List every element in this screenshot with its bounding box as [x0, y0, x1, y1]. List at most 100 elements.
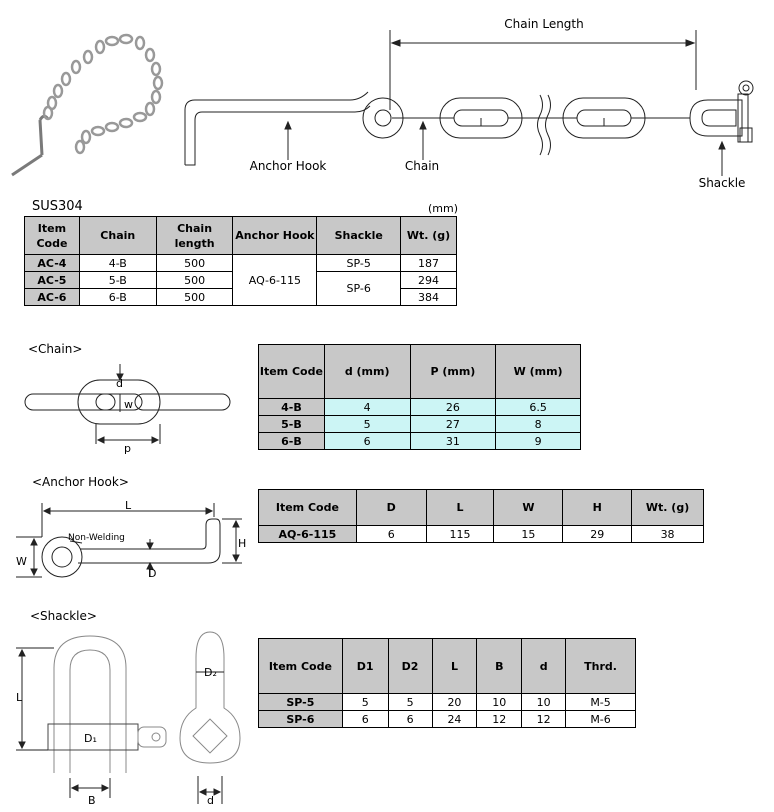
- D2-cell: 6: [387, 710, 433, 728]
- header-chain: Chain: [78, 216, 157, 255]
- header-w: W (mm): [495, 344, 581, 399]
- material-label: SUS304: [32, 199, 83, 214]
- dim-W-label: W: [16, 555, 27, 568]
- table-row: AC-4 4-B 500 AQ-6-115 SP-5 187: [24, 254, 457, 306]
- non-welding-label: Non-Welding: [68, 533, 125, 543]
- dim-B-label: B: [88, 794, 96, 807]
- chain-spec-table: Item Code d (mm) P (mm) W (mm) 4-B 4 26 …: [258, 344, 581, 450]
- L-cell: 24: [431, 710, 478, 728]
- chain-label: Chain: [405, 159, 439, 173]
- dim-D-label: D: [148, 567, 156, 580]
- p-cell: 26: [409, 398, 497, 416]
- length-cell: 500: [155, 271, 234, 289]
- length-cell: 500: [155, 288, 234, 306]
- header-weight: Wt. (g): [631, 489, 704, 526]
- item-code: 6-B: [258, 432, 325, 450]
- header-B: B: [476, 638, 523, 694]
- item-code: 5-B: [258, 415, 325, 433]
- item-code: SP-5: [258, 693, 343, 711]
- chain-link-diagram: d w p: [24, 364, 231, 455]
- assembly-drawing: Chain Length Anchor Hook Chain Shackle: [184, 17, 754, 190]
- weight-cell: 187: [400, 254, 457, 272]
- header-anchor-hook: Anchor Hook: [232, 216, 318, 255]
- product-photo: [11, 33, 164, 177]
- dim-p-label: p: [124, 442, 131, 455]
- item-code: AQ-6-115: [258, 525, 357, 543]
- table-row: 6-B 6 31 9: [258, 432, 581, 450]
- D1-cell: 5: [341, 693, 389, 711]
- thread-cell: M-5: [565, 693, 636, 711]
- header-item-code: Item Code: [258, 489, 357, 526]
- d-cell: 6: [323, 432, 411, 450]
- dim-d-label: d: [207, 794, 214, 807]
- shackle-cell: SP-6: [316, 271, 402, 306]
- W-cell: 15: [493, 525, 564, 543]
- w-cell: 9: [495, 432, 581, 450]
- item-code: AC-4: [24, 254, 80, 272]
- header-D2: D2: [387, 638, 433, 694]
- header-L: L: [431, 638, 478, 694]
- weight-cell: 38: [631, 525, 704, 543]
- table-row: 4-B 4 26 6.5: [258, 398, 581, 416]
- table-row: 5-B 5 27 8: [258, 415, 581, 433]
- header-item-code: Item Code: [24, 216, 80, 255]
- D-cell: 6: [355, 525, 427, 543]
- header-p: P (mm): [409, 344, 497, 399]
- dim-L-label: L: [125, 499, 132, 512]
- anchor-hook-label: Anchor Hook: [250, 159, 327, 173]
- B-cell: 12: [476, 710, 523, 728]
- thread-cell: M-6: [565, 710, 636, 728]
- dim-d-label: d: [116, 377, 123, 390]
- item-code: AC-5: [24, 271, 80, 289]
- header-W: W: [493, 489, 564, 526]
- d-cell: 12: [521, 710, 567, 728]
- hook-spec-table: Item Code D L W H Wt. (g) AQ-6-115 6 115…: [258, 489, 704, 543]
- chain-length-label: Chain Length: [504, 17, 583, 31]
- header-thread: Thrd.: [565, 638, 636, 694]
- header-shackle: Shackle: [316, 216, 402, 255]
- d-cell: 4: [323, 398, 411, 416]
- hook-section-title: <Anchor Hook>: [32, 475, 129, 489]
- main-spec-table: Item Code Chain Chain length Anchor Hook…: [24, 216, 457, 306]
- table-row: AC-6 6-B 500 384: [24, 288, 457, 306]
- chain-cell: 4-B: [78, 254, 157, 272]
- item-code: SP-6: [258, 710, 343, 728]
- header-item-code: Item Code: [258, 344, 325, 399]
- chain-cell: 5-B: [78, 271, 157, 289]
- shackle-diagram: L D₁ D₂ B d: [16, 631, 241, 807]
- dim-w-label: w: [124, 398, 133, 411]
- header-H: H: [562, 489, 633, 526]
- header-chain-length: Chain length: [155, 216, 234, 255]
- header-d: d (mm): [323, 344, 411, 399]
- shackle-spec-table: Item Code D1 D2 L B d Thrd. SP-5 5 5 20 …: [258, 638, 636, 728]
- weight-cell: 294: [400, 271, 457, 289]
- p-cell: 27: [409, 415, 497, 433]
- L-cell: 20: [431, 693, 478, 711]
- header-D1: D1: [341, 638, 389, 694]
- dim-D1-label: D₁: [84, 732, 97, 745]
- header-L: L: [425, 489, 495, 526]
- unit-label: (mm): [428, 202, 459, 215]
- D1-cell: 6: [341, 710, 389, 728]
- shackle-section-title: <Shackle>: [30, 609, 97, 623]
- dim-L-label: L: [16, 691, 23, 704]
- d-cell: 10: [521, 693, 567, 711]
- item-code: 4-B: [258, 398, 325, 416]
- header-weight: Wt. (g): [400, 216, 457, 255]
- chain-cell: 6-B: [78, 288, 157, 306]
- item-code: AC-6: [24, 288, 80, 306]
- header-d: d: [521, 638, 567, 694]
- d-cell: 5: [323, 415, 411, 433]
- L-cell: 115: [425, 525, 495, 543]
- anchor-hook-cell: AQ-6-115: [232, 254, 318, 306]
- H-cell: 29: [562, 525, 633, 543]
- table-row: SP-5 5 5 20 10 10 M-5: [258, 693, 636, 711]
- D2-cell: 5: [387, 693, 433, 711]
- dim-D2-label: D₂: [204, 666, 217, 679]
- header-D: D: [355, 489, 427, 526]
- w-cell: 8: [495, 415, 581, 433]
- table-row: AQ-6-115 6 115 15 29 38: [258, 525, 704, 543]
- anchor-hook-diagram: L H W D Non-Welding: [16, 499, 246, 580]
- p-cell: 31: [409, 432, 497, 450]
- B-cell: 10: [476, 693, 523, 711]
